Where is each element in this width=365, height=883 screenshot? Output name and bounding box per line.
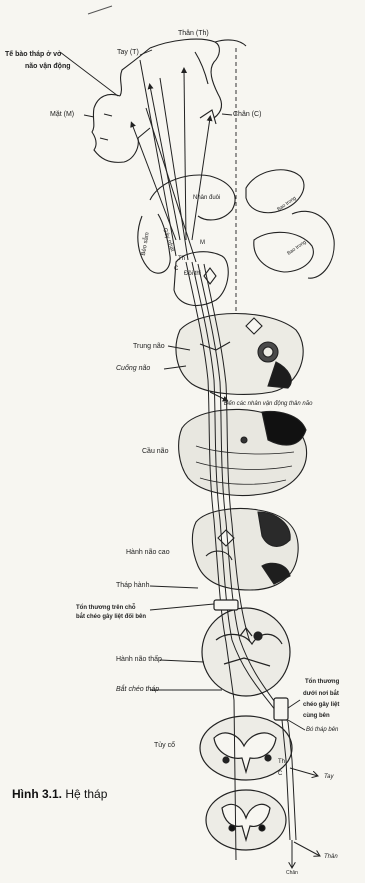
- label-ton-thuong-duoi-4: cùng bên: [303, 712, 330, 720]
- upper-medulla: [192, 509, 298, 591]
- lower-medulla: [202, 608, 290, 696]
- label-te-bao-thap-2: não vận động: [25, 63, 71, 71]
- label-chan-c: Chân (C): [233, 111, 261, 119]
- homunculus: [92, 39, 246, 162]
- label-ton-thuong-duoi-2: dưới nơi bắt: [303, 690, 339, 698]
- label-te-bao-thap-1: Tế bào tháp ở vỏ: [5, 51, 61, 59]
- label-trung-nao: Trung não: [133, 343, 165, 351]
- label-ton-thuong-duoi-1: Tổn thương: [305, 678, 339, 686]
- label-nhan-duoi: Nhân đuôi: [193, 194, 220, 202]
- label-tay-arrow: Tay: [324, 773, 333, 781]
- pons: [179, 409, 307, 495]
- label-c-small: C: [278, 770, 282, 778]
- label-chan-arrow: Chân: [286, 869, 298, 877]
- label-than-th: Thân (Th): [178, 30, 209, 38]
- label-ton-thuong-tren-2: bắt chéo gây liệt đối bên: [76, 613, 146, 621]
- label-thap-hanh: Tháp hành: [116, 582, 149, 590]
- label-ton-thuong-duoi-3: chéo gây liệt: [303, 701, 339, 709]
- scan-mark: [88, 6, 112, 14]
- label-th-small: Th: [278, 758, 285, 766]
- label-c: C: [174, 265, 178, 273]
- midbrain: [176, 314, 303, 395]
- label-doi-thi: Đồi thị: [184, 270, 201, 278]
- label-bo-thap-ben: Bó tháp bên: [306, 726, 338, 734]
- label-bat-cheo-thap: Bắt chéo tháp: [116, 686, 159, 694]
- figure-caption: Hình 3.1. Hệ tháp: [12, 787, 107, 801]
- label-hanh-nao-thap: Hành não thấp: [116, 656, 162, 664]
- label-den-cac-nhan: Đến các nhân vận động thân não: [224, 400, 312, 408]
- label-cau-nao: Cầu não: [142, 448, 168, 456]
- label-than-arrow: Thân: [324, 853, 338, 861]
- label-m: M: [200, 239, 205, 247]
- label-tay-t: Tay (T): [117, 49, 139, 57]
- label-tuy-co: Tủy cổ: [154, 742, 175, 750]
- caption-title: Hệ tháp: [65, 787, 107, 801]
- caption-number: Hình 3.1.: [12, 787, 62, 801]
- label-cuong-nao: Cuống não: [116, 365, 150, 373]
- label-mat-m: Mặt (M): [50, 111, 74, 119]
- thoracic-cord: [206, 790, 286, 850]
- label-th: Th: [178, 255, 185, 263]
- label-hanh-nao-cao: Hành não cao: [126, 549, 170, 557]
- label-ton-thuong-tren-1: Tổn thương trên chỗ: [76, 604, 136, 612]
